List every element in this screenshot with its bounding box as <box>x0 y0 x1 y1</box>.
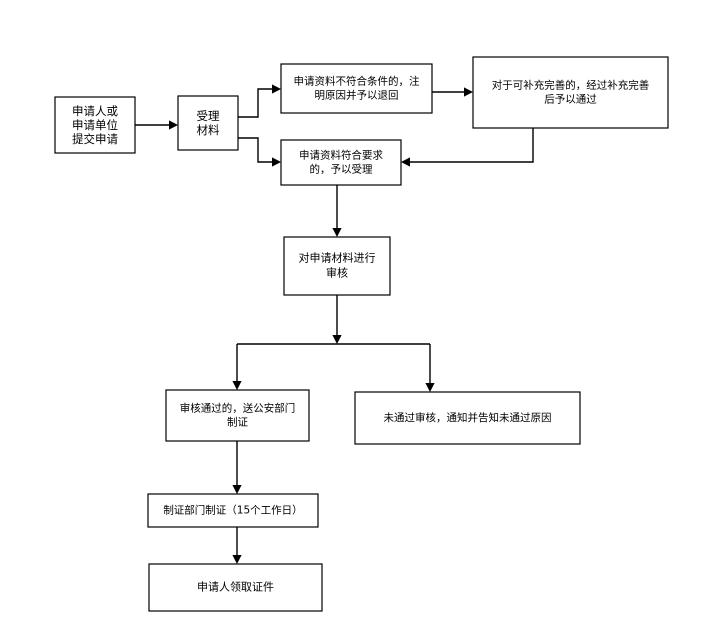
connector-submit-to-accept <box>135 120 178 130</box>
node-not-qualified-return[interactable]: 申请资料不符合条件的，注明原因并予以退回 <box>280 63 433 114</box>
node-label-review-materials: 对申请材料进行审核 <box>299 251 376 280</box>
connector-not-qualified-to-supplement <box>432 87 473 97</box>
node-accept-materials[interactable]: 受理材料 <box>177 95 239 151</box>
node-box-not-qualified-return[interactable] <box>280 63 433 114</box>
node-label-applicant-collect: 申请人领取证件 <box>197 581 274 594</box>
node-certificate-production[interactable]: 制证部门制证（15个工作日） <box>147 493 319 528</box>
node-supplement-pass[interactable]: 对于可补充完善的，经过补充完善后予以通过 <box>472 56 669 129</box>
node-box-applicant-submit[interactable] <box>54 96 136 154</box>
connector-review-to-split <box>332 295 342 344</box>
connector-supplement-to-qualified <box>401 128 534 167</box>
node-label-supplement-pass: 对于可补充完善的，经过补充完善后予以通过 <box>492 79 650 106</box>
node-label-applicant-submit: 申请人或申请单位提交申请 <box>72 104 118 146</box>
connector-split-to-passed <box>232 344 242 390</box>
node-label-accept-materials: 受理材料 <box>197 109 220 137</box>
node-applicant-collect[interactable]: 申请人领取证件 <box>148 563 323 612</box>
node-box-supplement-pass[interactable] <box>472 56 669 129</box>
node-box-review-failed-notify[interactable] <box>354 391 581 445</box>
connector-layer <box>135 84 534 564</box>
connector-production-to-collect <box>232 527 242 564</box>
node-review-materials[interactable]: 对申请材料进行审核 <box>283 236 391 296</box>
node-applicant-submit[interactable]: 申请人或申请单位提交申请 <box>54 96 136 154</box>
node-box-accept-materials[interactable] <box>177 95 239 151</box>
connector-split-to-failed <box>425 344 435 392</box>
node-box-review-materials[interactable] <box>283 236 391 296</box>
node-box-applicant-collect[interactable] <box>148 563 323 612</box>
node-layer: 申请人或申请单位提交申请 受理材料 申请资料不符合条件的，注明原因并予以退回 对于可补… <box>54 56 669 612</box>
node-box-review-passed-police[interactable] <box>165 389 310 442</box>
connector-passed-to-production <box>232 441 242 494</box>
node-label-review-failed-notify: 未通过审核，通知并告知未通过原因 <box>384 411 552 424</box>
node-review-failed-notify[interactable]: 未通过审核，通知并告知未通过原因 <box>354 391 581 445</box>
connector-accept-to-qualified <box>238 137 281 167</box>
node-box-certificate-production[interactable] <box>147 493 319 528</box>
node-label-review-passed-police: 审核通过的，送公安部门制证 <box>180 402 296 429</box>
node-box-qualified-accept[interactable] <box>280 139 402 186</box>
node-label-qualified-accept: 申请资料符合要求的，予以受理 <box>299 149 383 176</box>
node-label-not-qualified-return: 申请资料不符合条件的，注明原因并予以退回 <box>294 75 420 102</box>
node-label-certificate-production: 制证部门制证（15个工作日） <box>163 504 302 517</box>
connector-accept-to-not-qualified <box>238 84 281 118</box>
node-review-passed-police[interactable]: 审核通过的，送公安部门制证 <box>165 389 310 442</box>
connector-qualified-to-review <box>332 185 342 237</box>
node-qualified-accept[interactable]: 申请资料符合要求的，予以受理 <box>280 139 402 186</box>
